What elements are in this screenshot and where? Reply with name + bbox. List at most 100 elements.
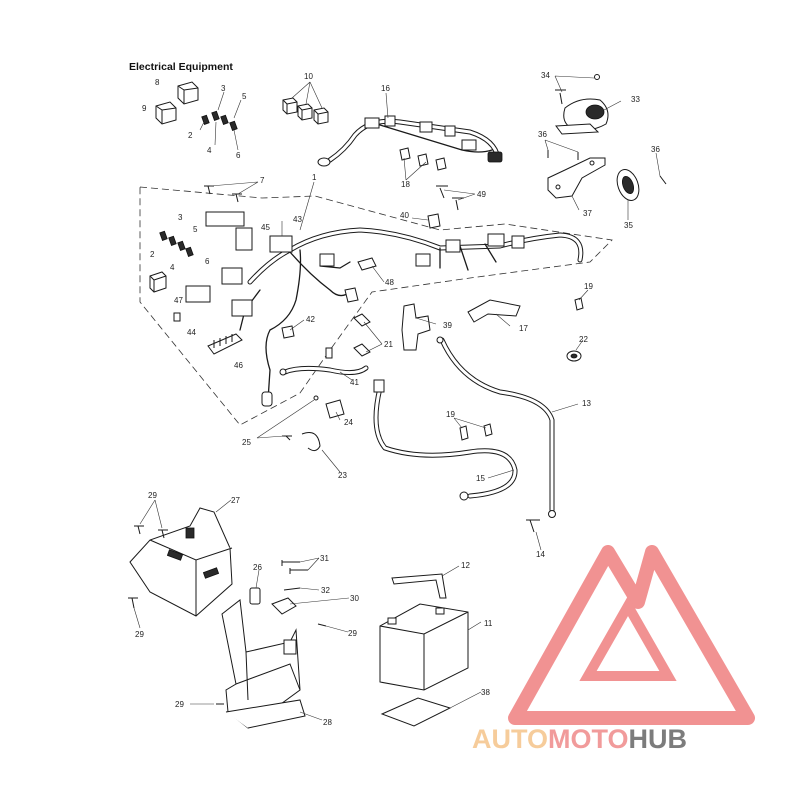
part-label: 36 [538,130,547,139]
part-label: 12 [461,561,470,570]
part-label: 21 [384,340,393,349]
battery-cable-15 [373,379,518,501]
part-label: 48 [385,278,394,287]
part-label: 30 [350,594,359,603]
horn-33 [555,74,609,135]
logo-inner-mark [579,595,677,681]
battery-strap-12 [391,573,447,599]
sub-harness-16 [317,115,503,167]
main-wiring-harness-1 [185,211,584,407]
connector-42 [281,325,295,339]
connector-set-18 [399,147,447,171]
part-label: 3 [221,84,226,93]
clip-19-lower [459,423,493,441]
cable-41 [279,347,369,376]
part-label: 8 [155,78,160,87]
part-label: 5 [193,225,198,234]
part-label: 29 [135,630,144,639]
part-label: 15 [476,474,485,483]
relay-8 [177,81,199,105]
diagram-title: Electrical Equipment [129,61,233,73]
screw-25 [282,435,292,441]
part-label: 6 [236,151,241,160]
fuse-set-left [159,230,194,257]
part-label: 27 [231,496,240,505]
clip-19-upper [574,297,584,311]
part-label: 36 [651,145,660,154]
part-label: 49 [477,190,486,199]
logo-text-moto: MOTO [548,724,629,754]
band-23 [301,432,321,452]
part-label: 45 [261,223,270,232]
leader-lines [133,75,661,721]
part-label: 33 [631,95,640,104]
part-label: 6 [205,257,210,266]
part-label: 5 [242,92,247,101]
part-label: 18 [401,180,410,189]
part-label: 3 [178,213,183,222]
fuse-block-46 [207,333,243,355]
part-label: 29 [148,491,157,500]
part-label: 17 [519,324,528,333]
part-label: 43 [293,215,302,224]
part-label: 26 [253,563,262,572]
part-label: 2 [150,250,155,259]
part-label: 32 [321,586,330,595]
part-label: 10 [304,72,313,81]
svg-text:AUTOMOTOHUB: AUTOMOTOHUB [472,724,687,754]
bracket-17 [467,299,521,323]
part-label: 14 [536,550,545,559]
part-label: 34 [541,71,550,80]
part-label: 19 [584,282,593,291]
bolt-set-49 [436,185,464,211]
part-label: 47 [174,296,183,305]
clip-set-21 [353,313,371,357]
part-label: 1 [312,173,317,182]
part-label: 46 [234,361,243,370]
connector-48 [357,257,377,271]
fuse-set-top [201,110,238,131]
part-label: 22 [579,335,588,344]
part-label: 37 [583,209,592,218]
screw-set-31 [281,560,308,574]
part-label: 11 [484,619,493,628]
part-label: 42 [306,315,315,324]
part-label: 19 [446,410,455,419]
part-label: 28 [323,718,332,727]
part-label: 4 [170,263,175,272]
logo-triangle-mark [508,545,755,725]
part-label: 35 [624,221,633,230]
part-label: 38 [481,688,490,697]
part-label: 25 [242,438,251,447]
part-label: 2 [188,131,193,140]
screw-29-right [317,623,327,627]
battery-pad-38 [380,697,452,727]
part-label: 23 [338,471,347,480]
relay-47 [149,271,167,293]
automotohub-logo: AUTOMOTOHUB [472,545,755,754]
spacer-32 [283,587,301,591]
starter-relay-30 [271,597,297,615]
bracket-39 [401,303,431,351]
part-label: 41 [350,378,359,387]
relay-26 [249,587,261,605]
part-label: 31 [320,554,329,563]
grommet-22 [566,350,582,362]
part-number-labels: 8 3 5 9 2 4 6 10 16 34 33 36 36 7 1 18 4… [135,71,660,727]
part-label: 13 [582,399,591,408]
part-label: 7 [260,176,265,185]
battery-cable-13 [436,336,556,518]
logo-text-auto: AUTO [472,724,548,754]
part-label: 4 [207,146,212,155]
horn-bracket-37 [547,150,606,199]
part-label: 39 [443,321,452,330]
battery-11 [379,603,469,691]
part-label: 24 [344,418,353,427]
part-label: 9 [142,104,147,113]
part-label: 29 [348,629,357,638]
bolt-14 [526,519,540,533]
logo-text-hub: HUB [629,724,688,754]
relay-9 [155,101,177,125]
battery-box-27 [129,507,233,617]
